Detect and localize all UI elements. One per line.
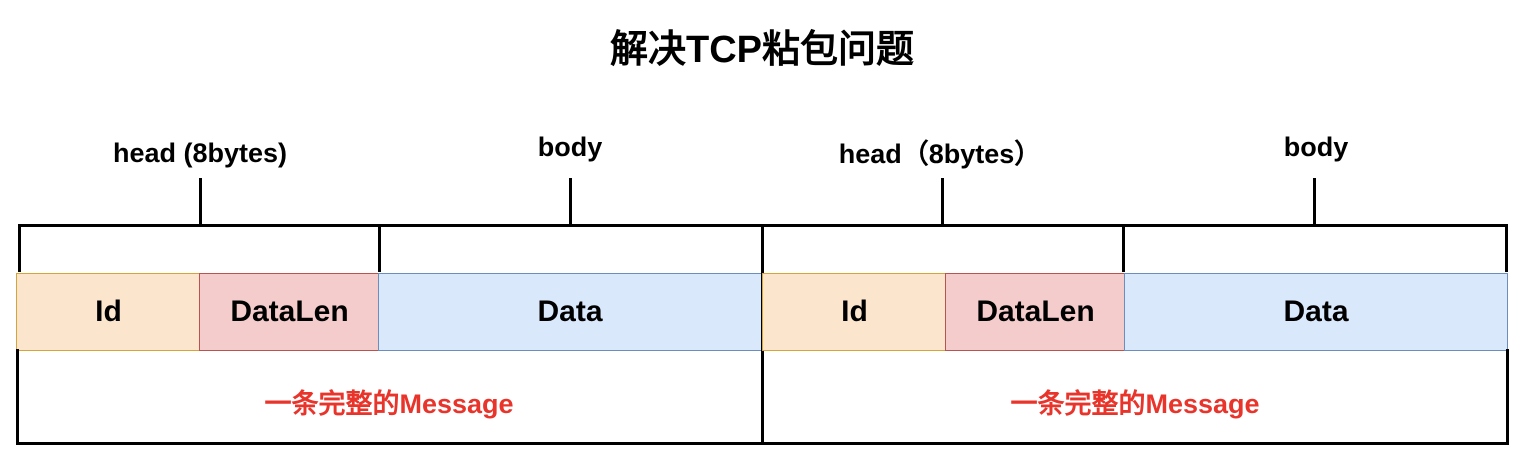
body-bracket-tick-1	[569, 178, 572, 226]
body-label-2: body	[1283, 132, 1349, 162]
message-box-right-2	[1506, 349, 1509, 445]
message-box-left-1	[16, 349, 19, 445]
field-data-1: Data	[378, 273, 762, 351]
body-label-1: body	[537, 132, 603, 162]
bracket-top-line-2	[761, 224, 1508, 227]
head-label-1: head (8bytes)	[112, 138, 288, 168]
message-label-1: 一条完整的Message	[264, 389, 514, 419]
field-id-1: Id	[16, 273, 201, 351]
head-bracket-tick-2	[941, 178, 944, 226]
bracket-right-edge-2	[1505, 224, 1508, 272]
message-box-bottom-2	[761, 442, 1509, 445]
body-bracket-tick-2	[1313, 178, 1316, 226]
field-datalen-2: DataLen	[945, 273, 1126, 351]
bracket-top-line-1	[18, 224, 764, 227]
message-label-2: 一条完整的Message	[1010, 389, 1260, 419]
field-datalen-1: DataLen	[199, 273, 380, 351]
head-bracket-tick-1	[199, 178, 202, 226]
bracket-left-edge-1	[18, 224, 21, 272]
diagram-title: 解决TCP粘包问题	[609, 29, 914, 71]
field-data-2: Data	[1124, 273, 1508, 351]
head-body-divider-2	[1122, 224, 1125, 272]
message-box-bottom-1	[16, 442, 764, 445]
field-id-2: Id	[762, 273, 947, 351]
head-body-divider-1	[378, 224, 381, 272]
head-label-2: head（8bytes）	[838, 139, 1042, 169]
